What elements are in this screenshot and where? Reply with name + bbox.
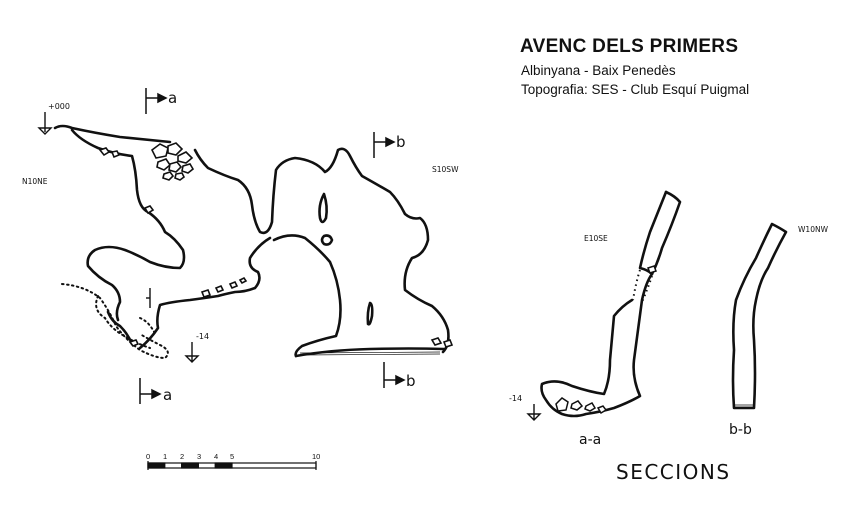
plan-boulder [150,143,169,159]
plan-wall-entrance-bottom [70,128,186,322]
plan-inner-slot [366,301,374,326]
plan-boulder [167,142,184,156]
plan-boulder [174,172,186,181]
plan-boulder [162,171,175,181]
scale-tick-label: 0 [146,452,150,461]
plan-wall-big-chamber-left [272,234,342,358]
plan-boulder [442,339,454,348]
plan-boulder [128,339,140,347]
plan-boulder [143,205,155,215]
survey-title: AVENC DELS PRIMERS [520,36,739,57]
section-bb-orient: W10NW [798,225,829,234]
section-aa-boulder [555,397,569,412]
scale-tick-label: 1 [163,452,167,461]
datum-label: +000 [48,102,70,111]
section-aa-orient: E10SE [584,234,608,243]
section-bb-outline [731,222,788,410]
plan-boulder [214,284,225,294]
plan-dotted-passage-2 [95,295,151,349]
sections-heading: SECCIONS [616,460,731,484]
section-a-top-label: a [168,89,177,107]
plan-boulder [110,150,121,159]
scale-tick-label: 2 [180,452,184,461]
plan-boulder [156,158,172,171]
depth-marker-plan-icon [184,342,200,363]
scale-tick-label: 5 [230,452,234,461]
location-line: Albinyana - Baix Penedès [521,63,676,78]
section-aa-boulder [647,265,657,274]
section-aa-boulder [584,402,597,412]
scale-tick-label: 10 [312,452,320,461]
plan-orient-left: N10NE [22,177,48,186]
plan-boulder [430,337,443,346]
section-marker-a-bottom [139,378,162,404]
plan-inner-pillar [318,192,328,224]
section-aa-boulder [596,405,608,415]
section-b-top-label: b [396,133,406,151]
plan-orient-right: S10SW [432,165,459,174]
section-b-bottom-label: b [406,372,416,390]
plan-boulder [200,289,212,298]
plan-boulder [181,163,195,174]
plan-boulder [177,151,194,164]
section-aa-depth-icon [526,404,542,421]
scale-bar [147,461,317,470]
scale-tick-label: 3 [197,452,201,461]
plan-wall-lower-left [106,310,134,346]
section-bb-label: b-b [729,422,752,438]
plan-dotted-passage-3 [139,317,157,337]
plan-boulder [168,161,183,173]
section-aa-outline [540,190,682,418]
plan-floor-hatch [299,351,441,356]
survey-credit-line: Topografia: SES - Club Esquí Puigmal [521,82,750,97]
section-aa-boulder [570,400,584,411]
plan-boulder [228,280,239,290]
section-aa-depth-label: -14 [509,394,522,403]
section-aa-label: a-a [579,432,601,448]
section-aa-upper-wall [638,190,668,276]
plan-wall-entrance-top [53,124,172,144]
plan-wall-mid-passage [138,236,272,350]
section-aa-dotted [632,269,653,303]
section-marker-a-top [145,88,168,114]
plan-dotted-passage-1 [61,283,169,360]
section-marker-b-bottom [383,362,406,388]
plan-depth-label: -14 [196,332,209,341]
plan-boulder [238,276,248,285]
scale-ticks: 0 1 2 3 4 5 10 [146,452,320,461]
section-bb-floor-hatch [735,404,753,408]
datum-marker-icon [37,112,53,135]
section-marker-b-top [373,132,396,158]
plan-inner-hole [320,234,334,246]
plan-boulder [98,147,111,157]
section-a-bottom-label: a [163,386,172,404]
plan-wall-upper-chamber [193,147,450,354]
scale-tick-label: 4 [214,452,218,461]
